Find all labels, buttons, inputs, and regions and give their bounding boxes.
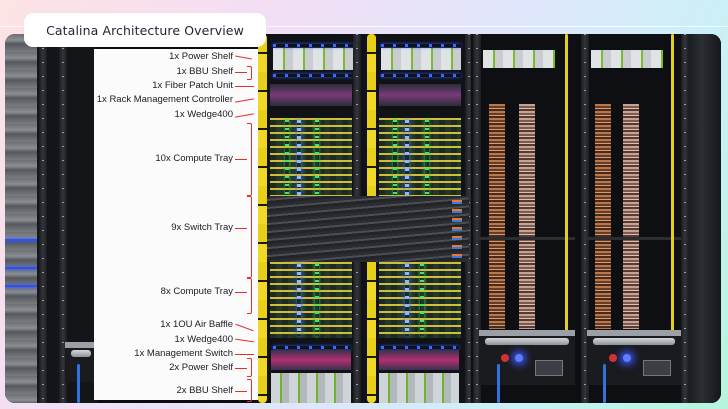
compute-trays-bottom	[270, 262, 352, 338]
left-base-unit	[65, 342, 97, 382]
leader-line	[235, 338, 254, 343]
leader-line	[235, 292, 247, 293]
manifold	[489, 104, 505, 329]
rack-post	[465, 34, 473, 403]
label-fiber-patch-unit: 1x Fiber Patch Unit	[152, 80, 233, 91]
bracket	[247, 379, 252, 402]
leader-line	[235, 113, 254, 118]
rack-post	[473, 34, 481, 403]
manifold	[595, 104, 611, 329]
label-mgmt-switch: 1x Management Switch	[134, 348, 233, 359]
leader-line	[235, 98, 254, 103]
label-wedge400-top: 1x Wedge400	[174, 109, 233, 120]
manifold	[623, 104, 639, 329]
leader-line	[235, 86, 254, 87]
title-card: Catalina Architecture Overview	[24, 13, 266, 47]
label-switch-tray: 9x Switch Tray	[171, 222, 233, 233]
label-bbu-shelf-2: 2x BBU Shelf	[176, 385, 234, 396]
bottom-power-shelf	[379, 373, 459, 403]
fiber-patch	[270, 84, 352, 106]
rack-post	[39, 34, 47, 403]
power-shelf	[381, 48, 461, 70]
leader-line	[235, 55, 252, 60]
label-power-shelf: 1x Power Shelf	[169, 51, 233, 62]
label-air-baffle: 1x 1OU Air Baffle	[160, 319, 233, 330]
label-rack-mgmt-ctrl: 1x Rack Management Controller	[96, 94, 233, 105]
bottom-power-shelf	[271, 373, 351, 403]
label-compute-tray-8: 8x Compute Tray	[160, 286, 233, 297]
rack-post	[581, 34, 589, 403]
cable-bundle	[258, 34, 267, 403]
bracket	[247, 66, 252, 80]
right-rack	[689, 34, 721, 403]
label-bbu-shelf: 1x BBU Shelf	[176, 66, 234, 77]
cooling-psu	[591, 50, 663, 68]
power-shelf	[273, 48, 353, 70]
bracket	[247, 196, 252, 278]
rack-post	[681, 34, 689, 403]
leader-line	[235, 228, 247, 229]
page-title: Catalina Architecture Overview	[46, 22, 244, 38]
cooling-psu	[483, 50, 555, 68]
leader-line	[235, 323, 254, 332]
fiber-patch	[379, 84, 461, 106]
leader-line	[235, 72, 247, 73]
label-compute-tray-10: 10x Compute Tray	[155, 153, 233, 164]
bracket	[247, 278, 252, 314]
bracket	[247, 123, 252, 196]
background-divider-line	[0, 26, 728, 27]
switch-trays	[267, 196, 469, 262]
label-power-shelf-2: 2x Power Shelf	[169, 362, 233, 373]
cooling-base-unit	[479, 330, 575, 385]
label-wedge400-bottom: 1x Wedge400	[174, 334, 233, 345]
cooling-base-unit	[587, 330, 681, 385]
background-wall	[5, 34, 37, 403]
leader-line	[235, 354, 254, 355]
leader-line	[235, 391, 247, 392]
leader-line	[235, 159, 247, 160]
leader-line	[235, 368, 247, 369]
compute-trays-top	[379, 118, 461, 198]
left-rack	[37, 34, 97, 403]
manifold	[519, 104, 535, 329]
compute-trays-top	[270, 118, 352, 198]
rack-post	[59, 34, 67, 403]
annotation-panel: 1x Power Shelf 1x BBU Shelf 1x Fiber Pat…	[94, 49, 258, 402]
bracket	[247, 358, 252, 377]
